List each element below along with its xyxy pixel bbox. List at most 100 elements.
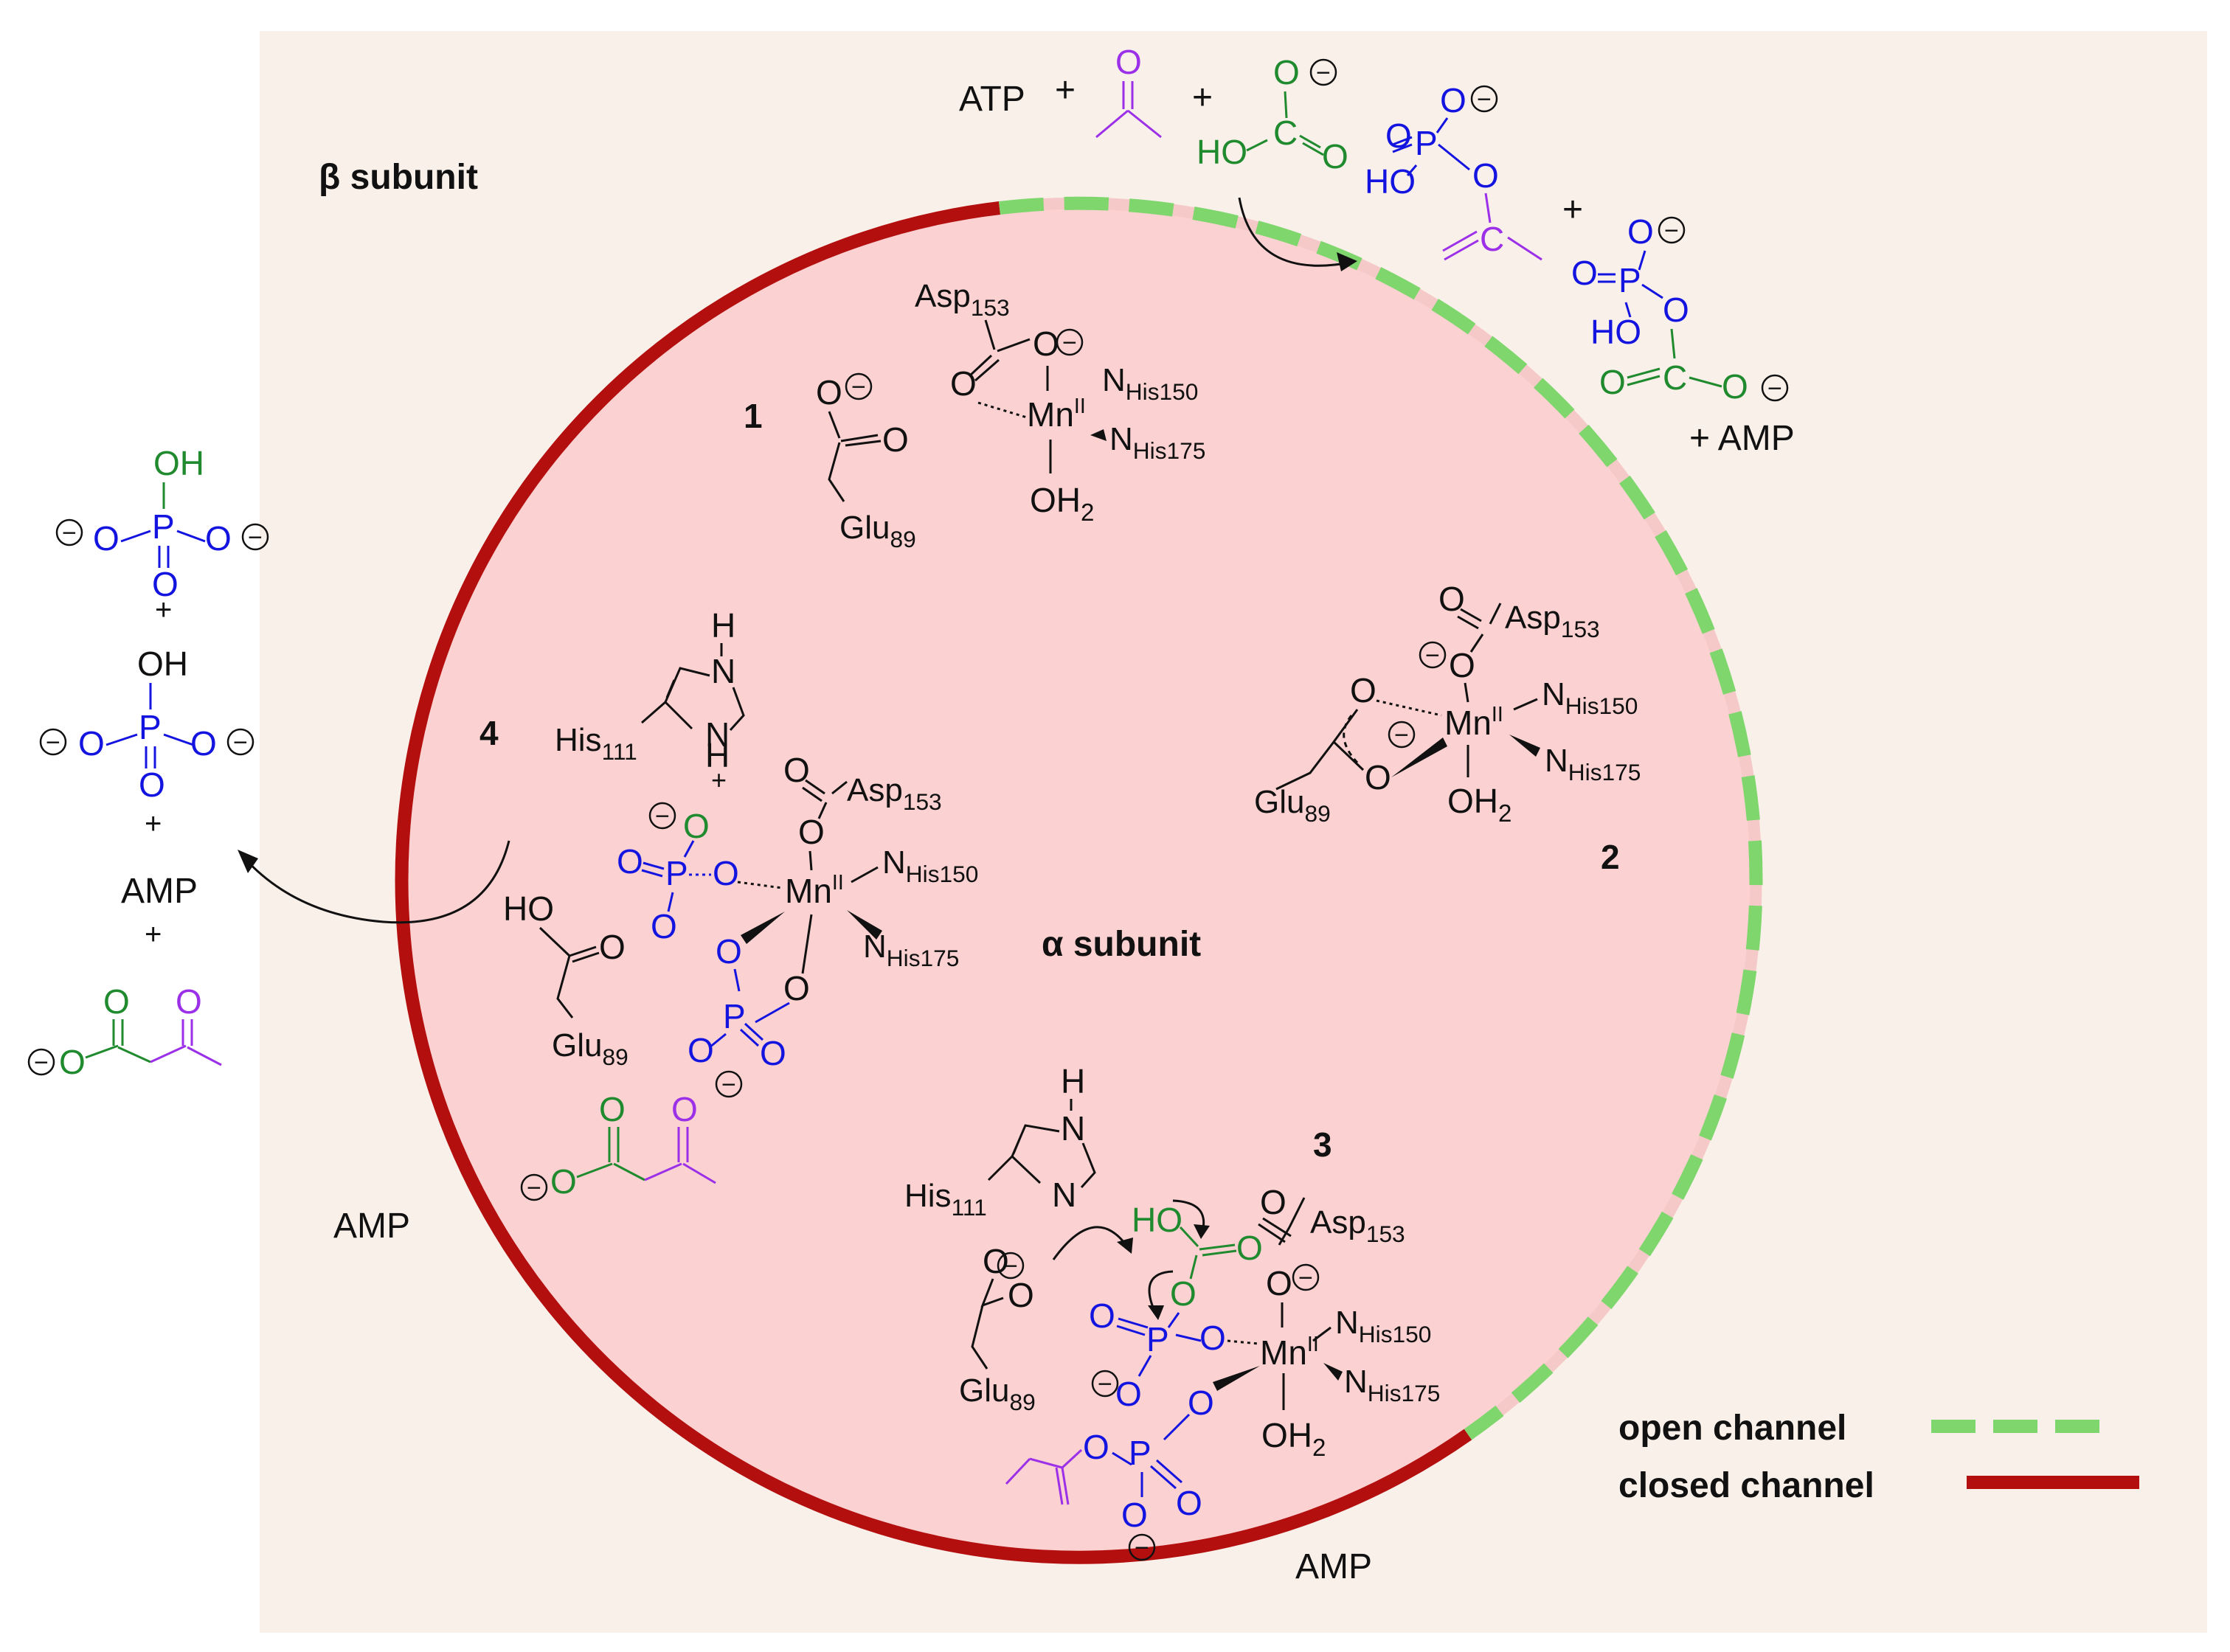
negative-charge [1388, 721, 1416, 749]
atom-o: O [78, 724, 105, 763]
atom-ho: HO [503, 889, 554, 928]
bond [1627, 367, 1722, 388]
atom-o: O [152, 565, 179, 603]
minus-sign: − [1394, 721, 1409, 749]
arrow-head [1194, 1224, 1210, 1239]
n-his175: NHis175 [863, 929, 959, 971]
bond [1258, 1197, 1306, 1246]
bond [1005, 1448, 1083, 1505]
negative-charge [1309, 58, 1337, 86]
negative-charge [845, 372, 873, 400]
negative-charge [1128, 1533, 1156, 1561]
water-ligand: OH2 [1261, 1416, 1326, 1462]
atom-o: O [1599, 363, 1626, 401]
atom-o: O [783, 969, 810, 1007]
negative-charge [1470, 85, 1498, 113]
bond [1436, 117, 1470, 171]
atom-o: O [1199, 1319, 1226, 1357]
atom-o: O [1440, 81, 1467, 119]
atom-o: O [103, 982, 130, 1021]
negative-charge [241, 523, 269, 551]
plus-sign: + [1055, 71, 1076, 110]
atom-o: O [1663, 291, 1689, 329]
atom-o: O [683, 807, 710, 845]
atom-o: O [550, 1162, 577, 1201]
water-ligand: OH2 [1447, 782, 1512, 827]
plus-sign: + [1192, 78, 1213, 117]
atom-o: O [205, 519, 232, 558]
bond [1457, 603, 1502, 630]
atom-ho: HO [1197, 133, 1247, 171]
atom-o: O [1365, 758, 1391, 796]
bond [85, 1019, 151, 1063]
residue-asp153: Asp153 [847, 772, 942, 815]
atom-o: O [139, 766, 165, 804]
atom-o: O [1236, 1229, 1263, 1267]
atom-n: N [711, 652, 735, 690]
atom-o: O [1273, 53, 1300, 91]
mn-center: MnII [1027, 395, 1086, 434]
minus-sign: − [1425, 642, 1440, 670]
atom-o: O [1260, 1183, 1287, 1221]
negative-charge [1056, 328, 1084, 356]
amp-product-label: + AMP [1689, 419, 1795, 458]
atom-p: P [1146, 1320, 1169, 1358]
top-reaction: ATP + O + O − C HO O O − O P [959, 43, 1795, 458]
product-release-arrow [242, 840, 510, 924]
minus-sign: − [721, 1071, 736, 1099]
atom-n: N [1052, 1176, 1076, 1214]
plus-sign: + [155, 594, 172, 626]
atom-ho: HO [1365, 162, 1416, 201]
bond [1116, 1312, 1180, 1377]
bond [539, 926, 600, 1018]
arrow-head [1337, 252, 1357, 271]
bond [709, 1022, 764, 1049]
state-4-label: 4 [479, 714, 499, 752]
negative-charge [648, 802, 676, 830]
n-his150: NHis150 [1335, 1305, 1431, 1347]
bond [1484, 192, 1492, 223]
n-his175: NHis175 [1109, 421, 1205, 464]
dashed-bond [977, 401, 1028, 419]
atom-o: O [1089, 1297, 1115, 1335]
phosphoenol-acetone-product: O − O P HO O C [1365, 81, 1542, 261]
atom-o: O [783, 751, 810, 789]
carboxyphosphate-product: O − O P O HO C O O − [1571, 212, 1789, 406]
atom-o: O [1438, 580, 1465, 618]
state-2-active-site: O Asp153 − O MnII NHis150 NHis175 OH2 O … [1254, 580, 1641, 827]
bond [828, 411, 882, 502]
atom-o: O [1033, 324, 1059, 363]
state-1-active-site: Asp153 O − O MnII NHis150 NHis175 OH2 O … [816, 278, 1205, 552]
atom-p: P [723, 997, 746, 1035]
bond [1175, 1333, 1202, 1342]
bond [641, 701, 666, 724]
atom-o: O [760, 1034, 786, 1072]
dashed-bond [737, 881, 783, 889]
atom-p: P [139, 708, 162, 746]
n-his150: NHis150 [1102, 362, 1198, 405]
wedge-bond [1509, 735, 1540, 757]
n-his150: NHis150 [882, 844, 978, 887]
atom-o: O [1188, 1384, 1214, 1422]
beta-subunit-label: β subunit [319, 158, 478, 197]
bond [968, 319, 1031, 382]
arrow-head [238, 850, 258, 873]
atom-oh: OH [137, 645, 188, 683]
bond [801, 914, 813, 974]
negative-charge [997, 1252, 1025, 1280]
wedge-bond [1090, 429, 1107, 441]
minus-sign: − [1477, 86, 1492, 114]
state-1-label: 1 [744, 397, 763, 435]
negative-charge [226, 728, 254, 756]
atom-o: O [716, 932, 742, 971]
bond [971, 1278, 1004, 1370]
bond [1392, 136, 1413, 153]
atom-o: O [1322, 137, 1348, 176]
atom-o: O [1170, 1274, 1197, 1313]
bond [641, 861, 665, 878]
bond [1513, 698, 1538, 711]
atom-o: O [1627, 212, 1654, 251]
atom-p: P [665, 854, 688, 892]
minus-sign: − [851, 373, 866, 401]
